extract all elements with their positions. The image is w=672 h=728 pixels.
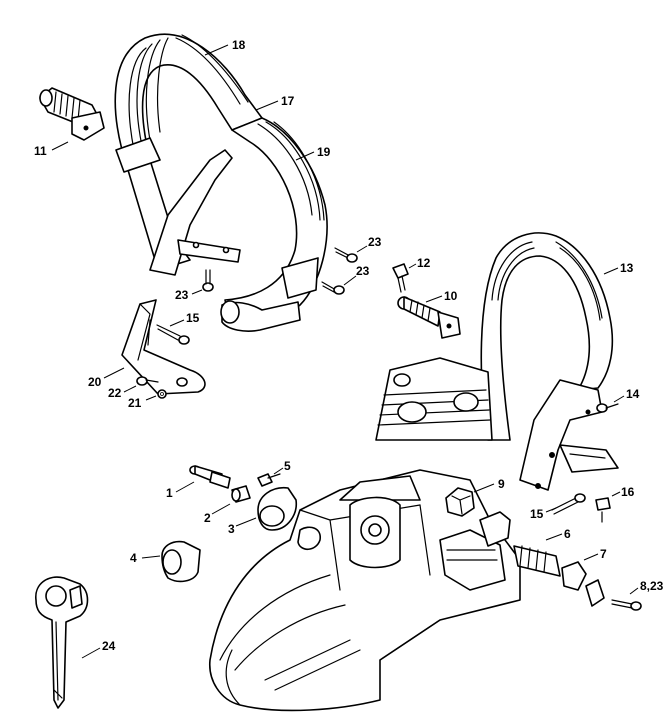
buffer-3 bbox=[257, 486, 297, 531]
spring-6 bbox=[479, 511, 561, 577]
callout-label-8-23: 8,23 bbox=[640, 579, 664, 593]
callout-15-upper: 15 bbox=[169, 311, 200, 327]
buffer-4 bbox=[161, 540, 201, 583]
front-handle-bar bbox=[114, 33, 328, 332]
callout-2: 2 bbox=[204, 503, 231, 525]
callout-4: 4 bbox=[130, 551, 161, 565]
callout-23-middle: 23 bbox=[343, 264, 370, 286]
screw-23-middle bbox=[321, 281, 345, 295]
callout-23-lower: 23 bbox=[175, 288, 203, 302]
callout-label-14: 14 bbox=[626, 387, 640, 401]
callout-label-19: 19 bbox=[317, 145, 331, 159]
callout-label-20: 20 bbox=[88, 375, 102, 389]
callout-17: 17 bbox=[255, 94, 295, 111]
screw-12 bbox=[392, 263, 409, 293]
callout-12: 12 bbox=[408, 256, 431, 270]
callout-label-15-upper: 15 bbox=[186, 311, 200, 325]
callout-23-upper: 23 bbox=[356, 235, 382, 253]
callout-label-5: 5 bbox=[284, 459, 291, 473]
callout-label-1: 1 bbox=[166, 486, 173, 500]
combination-wrench-24 bbox=[35, 576, 89, 709]
callout-label-12: 12 bbox=[417, 256, 431, 270]
callout-16: 16 bbox=[611, 485, 635, 499]
callout-24: 24 bbox=[81, 639, 116, 659]
screw-15-upper bbox=[156, 324, 190, 345]
callout-14: 14 bbox=[613, 387, 640, 403]
callout-10: 10 bbox=[425, 289, 458, 303]
bracket-20 bbox=[121, 299, 206, 395]
machine-housing bbox=[209, 469, 521, 712]
callout-label-23-upper: 23 bbox=[368, 235, 382, 249]
washer-21 bbox=[157, 389, 167, 399]
callout-label-18: 18 bbox=[232, 38, 246, 52]
callout-3: 3 bbox=[228, 517, 257, 536]
screw-23-lower bbox=[202, 269, 214, 292]
stop-7 bbox=[561, 561, 605, 607]
callout-label-24: 24 bbox=[102, 639, 116, 653]
rear-handle-13 bbox=[480, 232, 619, 491]
callout-label-4: 4 bbox=[130, 551, 137, 565]
callout-label-7: 7 bbox=[600, 547, 607, 561]
callout-15-lower: 15 bbox=[530, 507, 557, 521]
callout-20: 20 bbox=[88, 367, 125, 389]
callout-21: 21 bbox=[128, 395, 157, 410]
screw-8-23 bbox=[611, 599, 642, 611]
callout-label-21: 21 bbox=[128, 396, 142, 410]
callout-label-9: 9 bbox=[498, 477, 505, 491]
callout-11: 11 bbox=[34, 141, 69, 158]
callout-label-3: 3 bbox=[228, 522, 235, 536]
callout-label-23-middle: 23 bbox=[356, 264, 370, 278]
callout-label-15-lower: 15 bbox=[530, 507, 544, 521]
annular-buffer-spring-11 bbox=[39, 87, 105, 141]
callout-label-2: 2 bbox=[204, 511, 211, 525]
callout-18: 18 bbox=[204, 38, 246, 56]
callout-1: 1 bbox=[166, 481, 195, 500]
screw-15-lower bbox=[551, 493, 586, 515]
callout-9: 9 bbox=[473, 477, 505, 493]
screw-23-upper bbox=[334, 247, 358, 263]
pin-1 bbox=[189, 465, 231, 489]
callout-13: 13 bbox=[603, 261, 634, 275]
callout-label-13: 13 bbox=[620, 261, 634, 275]
callout-19: 19 bbox=[295, 145, 331, 161]
callout-5: 5 bbox=[273, 459, 291, 475]
sleeve-2 bbox=[231, 485, 251, 503]
screw-14 bbox=[596, 403, 619, 413]
callout-label-6: 6 bbox=[564, 527, 571, 541]
screw-5 bbox=[257, 473, 281, 487]
callout-label-22: 22 bbox=[108, 386, 122, 400]
callout-7: 7 bbox=[583, 547, 607, 561]
callout-label-16: 16 bbox=[621, 485, 635, 499]
callout-label-17: 17 bbox=[281, 94, 295, 108]
grommet-9 bbox=[445, 487, 475, 517]
callout-label-10: 10 bbox=[444, 289, 458, 303]
engine-cylinder bbox=[375, 357, 493, 441]
callout-6: 6 bbox=[545, 527, 571, 541]
callout-label-11: 11 bbox=[34, 144, 47, 158]
callout-label-23-lower: 23 bbox=[175, 288, 189, 302]
screw-22 bbox=[136, 376, 159, 386]
annular-buffer-spring-10 bbox=[397, 296, 461, 339]
screw-16 bbox=[595, 497, 611, 523]
callout-22: 22 bbox=[108, 385, 137, 400]
callout-8-23: 8,23 bbox=[629, 579, 664, 595]
